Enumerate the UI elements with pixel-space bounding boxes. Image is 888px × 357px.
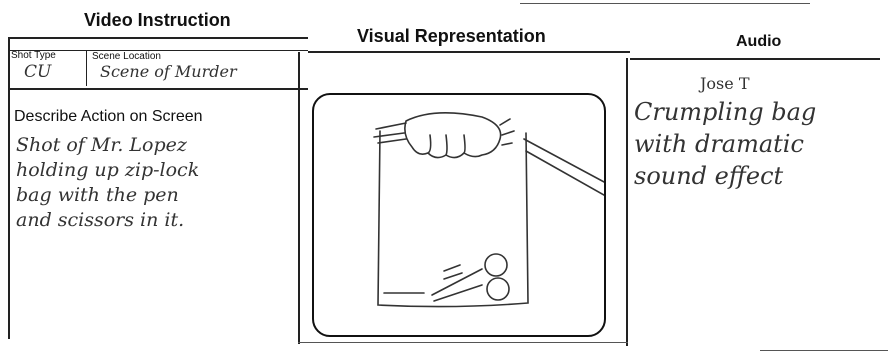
describe-line: holding up zip-lock [16, 158, 199, 183]
hand-sketch [405, 113, 501, 158]
audio-name: Jose T [700, 74, 749, 93]
audio-header: Audio [736, 33, 781, 51]
shot-bottom-rule [8, 88, 308, 90]
zip-bag-top [374, 123, 406, 143]
video-instruction-header: Video Instruction [84, 10, 231, 31]
column-divider-left [298, 52, 300, 344]
scissors-blades [432, 269, 482, 301]
describe-line: bag with the pen [16, 183, 199, 208]
shot-divider [86, 50, 87, 86]
scene-location-label: Scene Location [92, 51, 161, 62]
shot-type-value: CU [24, 62, 51, 82]
bottom-rule-middle [298, 342, 628, 343]
header-rule-left [8, 37, 308, 39]
header-rule-right [630, 58, 880, 60]
pen-sketch [524, 139, 604, 195]
column-divider-right [626, 58, 628, 346]
audio-line: sound effect [634, 160, 816, 192]
header-rule-middle [308, 51, 630, 53]
left-border [8, 37, 10, 339]
shot-type-label: Shot Type [11, 50, 56, 61]
audio-text: Crumpling bag with dramatic sound effect [634, 96, 816, 192]
audio-line: with dramatic [634, 128, 816, 160]
top-rule [520, 3, 810, 4]
visual-representation-header: Visual Representation [357, 26, 546, 47]
scissors-handle-bottom [487, 278, 509, 300]
audio-line: Crumpling bag [634, 96, 816, 128]
visual-frame [312, 93, 606, 337]
describe-line: Shot of Mr. Lopez [16, 133, 199, 158]
scene-location-value: Scene of Murder [100, 62, 237, 81]
describe-action-text: Shot of Mr. Lopez holding up zip-lock ba… [16, 133, 199, 233]
bottom-rule-right [760, 350, 888, 351]
describe-line: and scissors in it. [16, 208, 199, 233]
describe-action-label: Describe Action on Screen [14, 108, 203, 126]
scissors-handle-top [485, 254, 507, 276]
storyboard-sketch [314, 95, 604, 335]
